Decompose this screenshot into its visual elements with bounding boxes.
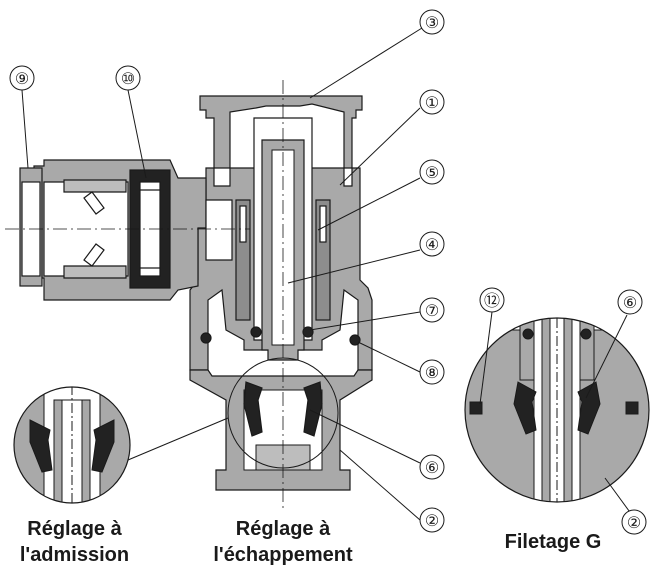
- caption-exhaust-adjustment: Réglage à l'échappement: [188, 516, 378, 568]
- o-ring-7-left: [250, 326, 262, 338]
- callout-12: ⑫: [479, 287, 505, 313]
- svg-text:⑨: ⑨: [15, 71, 29, 88]
- center-detail-circle: [227, 357, 339, 469]
- caption-g-thread: Filetage G: [478, 529, 628, 555]
- callout-2-center: ②: [419, 507, 445, 533]
- svg-text:②: ②: [627, 515, 641, 532]
- svg-text:⑧: ⑧: [425, 365, 439, 382]
- svg-text:⑫: ⑫: [484, 292, 500, 310]
- callout-4: ④: [419, 231, 445, 257]
- callout-9: ⑨: [9, 65, 35, 91]
- o-ring-8-right: [349, 334, 361, 346]
- svg-text:③: ③: [425, 15, 439, 32]
- callout-5: ⑤: [419, 159, 445, 185]
- caption-inlet-line2: l'admission: [19, 544, 130, 566]
- left-detail: [13, 386, 131, 504]
- callout-2-right: ②: [621, 509, 647, 535]
- svg-text:⑥: ⑥: [623, 295, 637, 312]
- svg-text:④: ④: [425, 237, 439, 254]
- callout-10: ⑩: [115, 65, 141, 91]
- right-detail: [464, 317, 650, 503]
- leader-to-left-detail: [127, 417, 229, 461]
- o-ring-8-left: [200, 332, 212, 344]
- caption-inlet-line1: Réglage à: [27, 518, 122, 540]
- callout-3: ③: [419, 9, 445, 35]
- svg-text:⑤: ⑤: [425, 165, 439, 182]
- callout-1: ①: [419, 89, 445, 115]
- center-lines: [5, 80, 284, 510]
- o-ring-7-right: [302, 326, 314, 338]
- callout-7: ⑦: [419, 297, 445, 323]
- caption-exhaust-line2: l'échappement: [213, 544, 353, 566]
- callouts: ③ ① ⑤ ④ ⑦ ⑧ ⑥ ②: [9, 9, 647, 535]
- lip-seal-left: [243, 381, 263, 437]
- lip-seal-right: [303, 381, 323, 437]
- callout-6-center: ⑥: [419, 454, 445, 480]
- svg-text:⑥: ⑥: [425, 460, 439, 477]
- caption-g-thread-text: Filetage G: [504, 531, 602, 553]
- svg-text:⑦: ⑦: [425, 303, 439, 320]
- top-cap: [199, 95, 363, 169]
- svg-text:②: ②: [425, 513, 439, 530]
- caption-inlet-adjustment: Réglage à l'admission: [2, 516, 147, 568]
- callout-6-right: ⑥: [617, 289, 643, 315]
- svg-text:①: ①: [425, 95, 439, 112]
- caption-exhaust-line1: Réglage à: [235, 518, 331, 540]
- svg-text:⑩: ⑩: [121, 71, 135, 88]
- callout-8: ⑧: [419, 359, 445, 385]
- callout-leaders: [21, 27, 633, 521]
